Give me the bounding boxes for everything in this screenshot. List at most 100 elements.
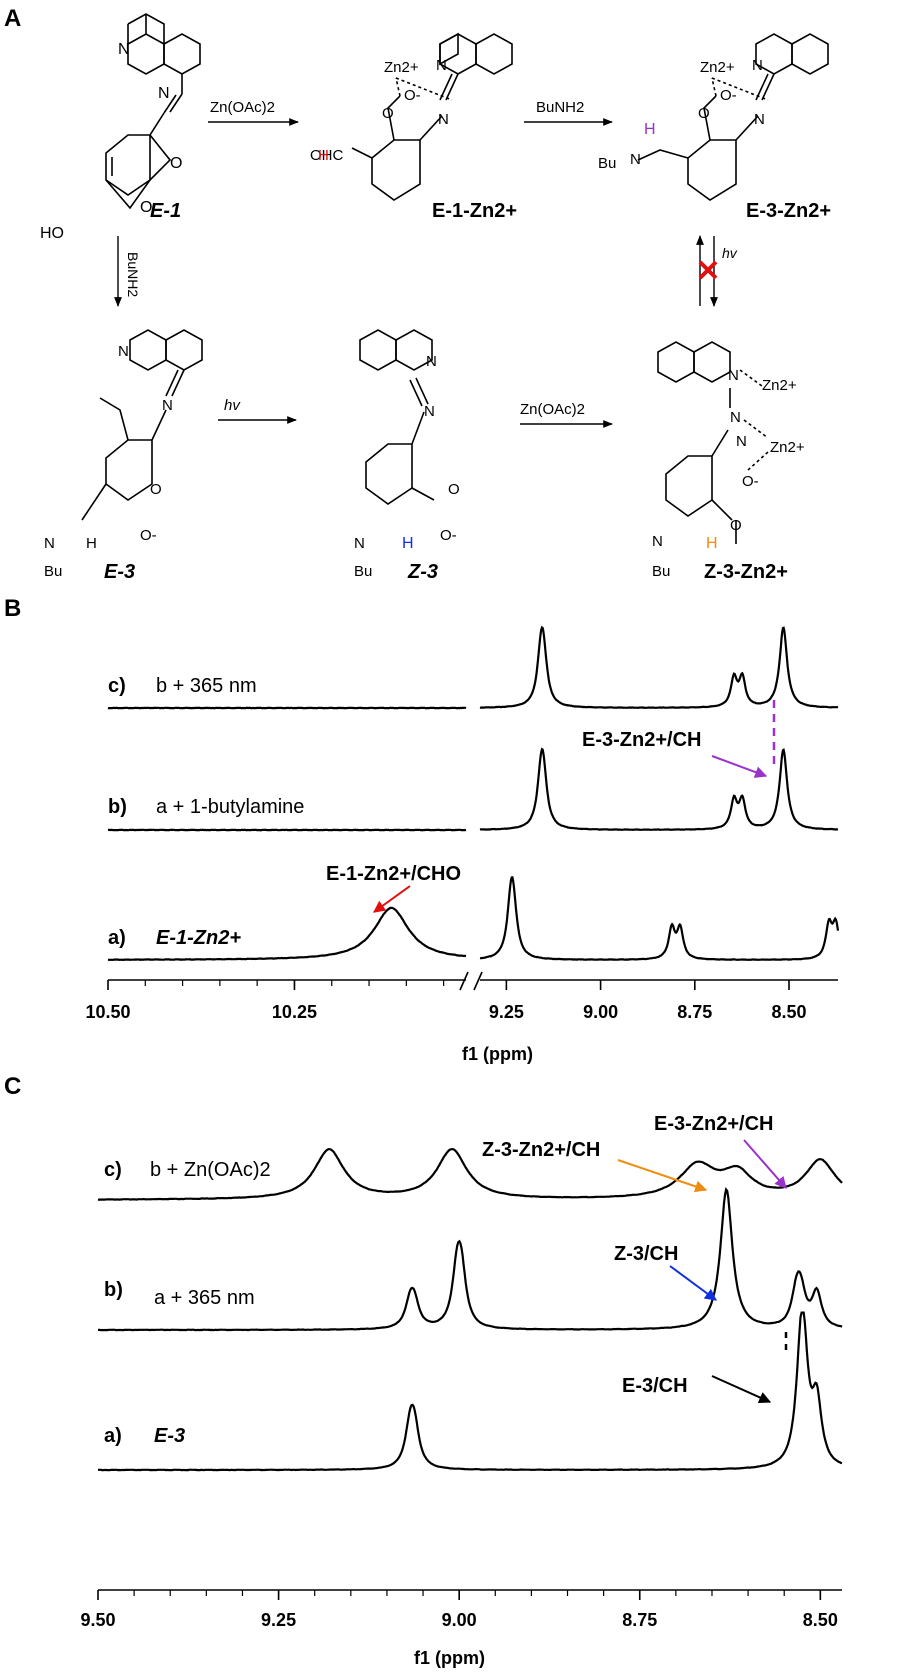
trace-desc-c: b + 365 nm [156, 675, 257, 697]
highlight-H-orange: H [706, 535, 718, 552]
x-tick-label: 10.25 [272, 1002, 317, 1022]
trace-label-b: b) [104, 1279, 123, 1301]
atom-N: N [44, 535, 55, 552]
structure-Z3Zn [657, 341, 769, 544]
x-tick-label: 10.50 [85, 1002, 130, 1022]
trace-label-a: a) [104, 1425, 122, 1447]
trace-label-c: c) [104, 1159, 122, 1181]
benzene-E1 [105, 134, 172, 210]
annotation-arrow-blue [669, 1265, 717, 1301]
atom-O-minus: O- [440, 527, 457, 544]
structure-E3Zn-top [637, 33, 829, 201]
E3-atoms: N N O O- N H Bu [44, 343, 173, 580]
x-tick-label: 9.00 [583, 1002, 618, 1022]
axis-break-mark [473, 971, 483, 991]
x-tick-label: 9.25 [489, 1002, 524, 1022]
atom-zn: Zn2+ [700, 59, 735, 76]
x-tick-label: 9.25 [261, 1610, 296, 1630]
atom-zn: Zn2+ [762, 377, 797, 394]
atom-H: H [86, 535, 97, 552]
reagent-bunh2-vertical: BuNH2 [125, 252, 141, 297]
spectrum-trace-2 [98, 1186, 843, 1332]
atom-N: N [630, 151, 641, 168]
panel-label-A: A [4, 5, 21, 32]
spectrum-trace-3-seg2 [479, 876, 840, 961]
atom-N: N [118, 343, 129, 360]
highlight-H-purple: H [644, 121, 656, 138]
compound-E1: E-1 [150, 200, 181, 222]
reagent-bunh2: BuNH2 [536, 99, 584, 116]
x-tick-label: 8.50 [771, 1002, 806, 1022]
atom-O: O [140, 199, 152, 216]
axis-break-mark [459, 971, 469, 991]
trace-desc-a: E-1-Zn2+ [156, 927, 241, 949]
atom-N: N [652, 533, 663, 550]
svg-text:c): c) [108, 675, 126, 697]
quinoline-E1 [127, 13, 201, 94]
x-tick-label: 8.75 [677, 1002, 712, 1022]
spectrum-trace-2-seg2 [479, 747, 839, 831]
annotation-arrow-red [373, 885, 411, 913]
trace-desc-b: a + 1-butylamine [156, 796, 304, 818]
compound-E3Zn-top: E-3-Zn2+ [746, 200, 831, 222]
atom-N: N [730, 409, 741, 426]
compound-E1Zn: E-1-Zn2+ [432, 200, 517, 222]
atom-O: O [698, 105, 710, 122]
trace-label-c: c) [108, 675, 126, 697]
atom-O-minus: O- [742, 473, 759, 490]
Z3-atoms: N N O O- N Bu [354, 353, 460, 580]
x-tick-label: 8.75 [622, 1610, 657, 1630]
panel-C-labels: c) b + Zn(OAc)2 b) a + 365 nm a) E-3 Z-3… [104, 1113, 788, 1668]
atom-N: N [162, 397, 173, 414]
panel-label-B: B [4, 595, 21, 622]
atom-O: O [170, 155, 182, 172]
Z3Zn-atoms: N Zn2+ N N Zn2+ O- O N Bu [652, 367, 805, 580]
reagent-zn-oac2: Zn(OAc)2 [210, 99, 275, 116]
annotation-e3: E-3/CH [622, 1375, 688, 1397]
atom-N: N [158, 85, 170, 102]
atom-O-minus: O- [140, 527, 157, 544]
atom-N: N [426, 353, 437, 370]
annotation-e3zn: E-3-Zn2+/CH [654, 1113, 773, 1135]
atom-OHC: OHC [310, 147, 344, 164]
spectrum-trace-3-seg1 [107, 906, 467, 962]
panel-label-C: C [4, 1073, 21, 1100]
annotation-e1zn: E-1-Zn2+/CHO [326, 863, 461, 885]
E3Zn-top-atoms: Zn2+ N N O O- N Bu [598, 57, 765, 172]
annotation-arrow-purple [743, 1139, 787, 1189]
annotation-z3: Z-3/CH [614, 1243, 678, 1265]
atom-zn: Zn2+ [384, 59, 419, 76]
atom-N: N [436, 57, 447, 74]
compound-E3: E-3 [104, 561, 135, 583]
atom-O-minus: O- [720, 87, 737, 104]
atom-Bu: Bu [44, 563, 62, 580]
panel-B-labels: c) b + 365 nm b) a + 1-butylamine a) E-1… [108, 675, 776, 1064]
atom-N: N [736, 433, 747, 450]
annotation-arrow-black [711, 1375, 772, 1404]
E1-atoms: N N O O HO [40, 41, 182, 242]
spectrum-B: 10.50 10.25 9.25 9.00 8.75 8.50 [85, 625, 840, 1022]
atom-O: O [730, 517, 742, 534]
atom-O: O [382, 105, 394, 122]
annotation-z3zn: Z-3-Zn2+/CH [482, 1139, 600, 1161]
compound-Z3Zn: Z-3-Zn2+ [704, 561, 788, 583]
reagent-zn-oac2-2: Zn(OAc)2 [520, 401, 585, 418]
blocked-x-icon [698, 260, 718, 280]
spectrum-trace-3 [97, 1311, 843, 1472]
atom-zn: Zn2+ [770, 439, 805, 456]
reagent-hv-2: hv [722, 245, 738, 261]
highlight-H-blue: H [402, 535, 414, 552]
atom-O: O [150, 481, 162, 498]
x-tick-label: 9.00 [442, 1610, 477, 1630]
trace-desc-b: a + 365 nm [154, 1287, 255, 1309]
annotation-arrow-orange [617, 1159, 708, 1193]
x-tick-label: 8.50 [803, 1610, 838, 1630]
structure-Z3 [359, 329, 435, 505]
structure-E1Zn [351, 32, 513, 201]
annotation-e3zn: E-3-Zn2+/CH [582, 729, 701, 751]
E1Zn-atoms: Zn2+ N N O O- OHC [310, 57, 449, 164]
scheme [105, 13, 201, 210]
atom-Bu: Bu [354, 563, 372, 580]
atom-N: N [118, 41, 130, 58]
